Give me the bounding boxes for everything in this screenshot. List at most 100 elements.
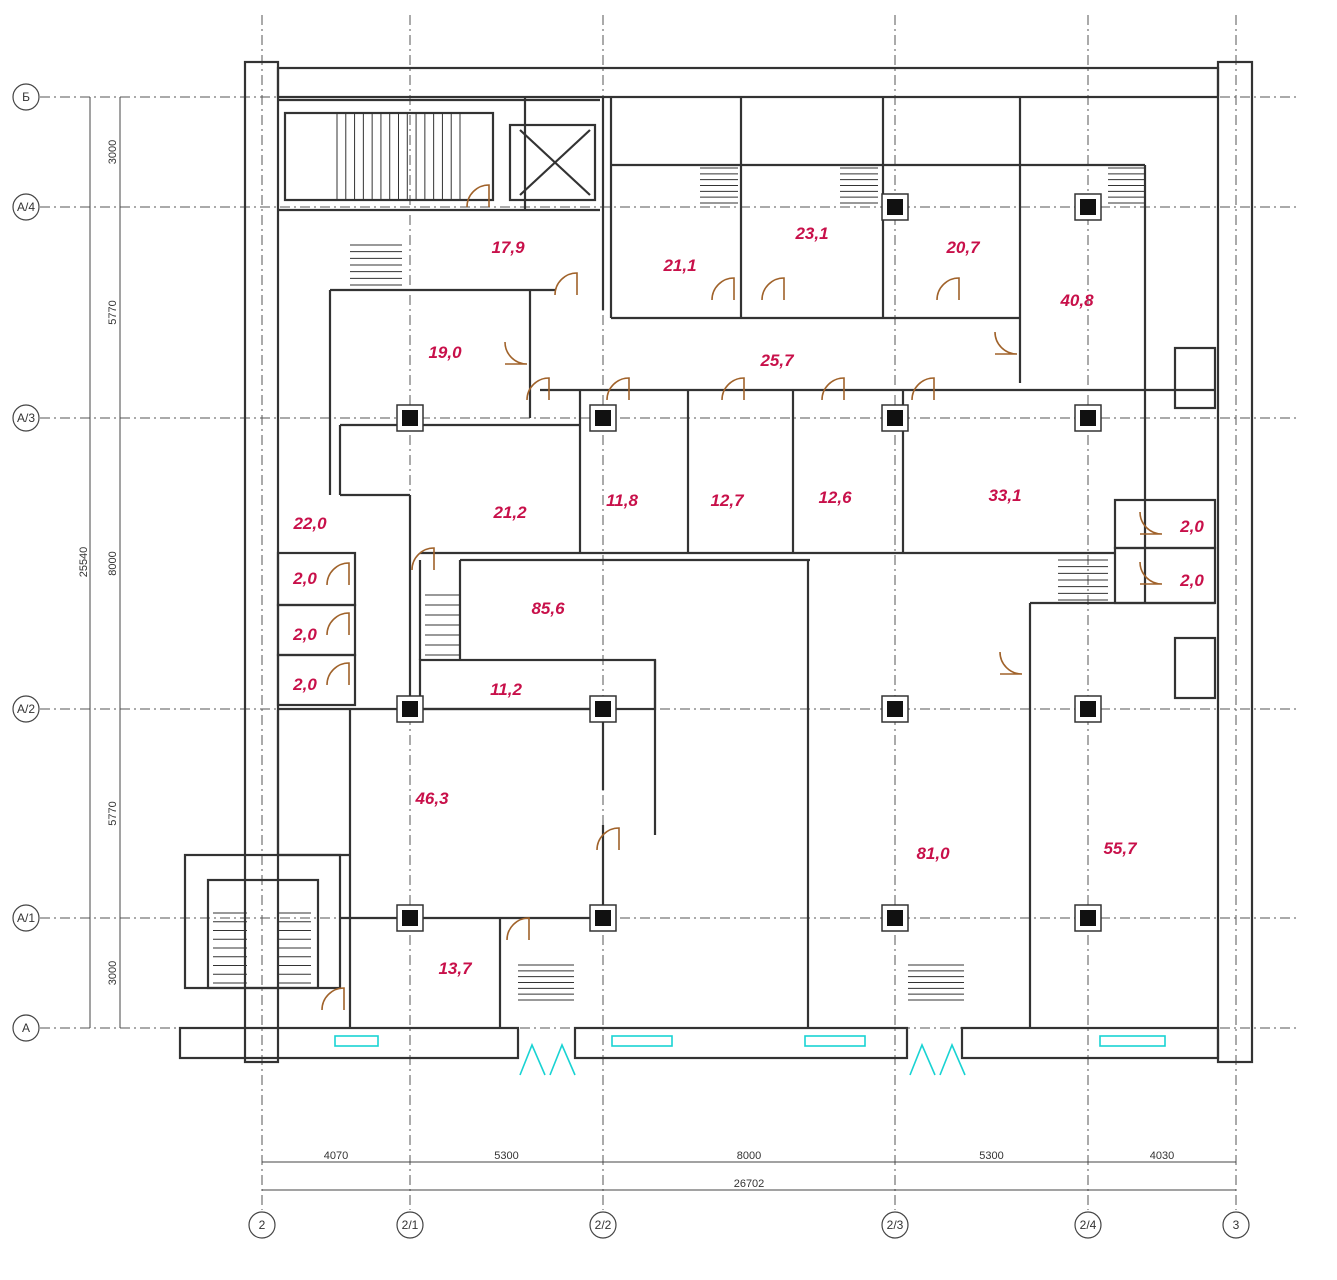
pillar-core: [402, 701, 418, 717]
door-swing: [761, 277, 785, 301]
entrance-door: [519, 1042, 576, 1076]
axis-label: А/2: [17, 702, 35, 716]
door-swing: [326, 562, 350, 586]
dimension-text: 4070: [324, 1150, 348, 1162]
windows: [334, 1035, 1166, 1076]
pillar-core: [595, 701, 611, 717]
dimension-text: 5770: [107, 300, 119, 324]
door-swing: [721, 377, 745, 401]
axis-label: 2/1: [402, 1218, 419, 1232]
room-area-label: 21,2: [492, 503, 527, 522]
door-swing: [1139, 511, 1163, 535]
axis-circle: [248, 1211, 276, 1239]
room-area-label: 85,6: [531, 599, 565, 618]
window: [611, 1035, 673, 1047]
room-area-label: 2,0: [1179, 571, 1204, 590]
dimension-text: 5770: [107, 801, 119, 825]
axis-label: 2: [259, 1218, 266, 1232]
door-swing: [321, 987, 345, 1011]
axis-circle: [12, 83, 40, 111]
room-area-label: 2,0: [292, 675, 317, 694]
wall: [1173, 636, 1217, 700]
pillar-core: [887, 410, 903, 426]
wall: [508, 123, 597, 202]
room-area-label: 11,2: [490, 680, 522, 699]
room-area-label: 25,7: [759, 351, 795, 370]
axis-label: Б: [22, 90, 30, 104]
wall: [283, 111, 495, 202]
wall: [178, 1026, 520, 1060]
pillar-core: [887, 199, 903, 215]
door-swing: [554, 272, 578, 296]
pillar-core: [887, 910, 903, 926]
door-swing: [994, 331, 1018, 355]
room-area-label: 12,7: [710, 491, 745, 510]
dimension-total-text: 26702: [734, 1178, 765, 1190]
room-area-label: 40,8: [1059, 291, 1094, 310]
wall: [960, 1026, 1220, 1060]
dimension-text: 5300: [979, 1150, 1003, 1162]
elevator-cross: [519, 129, 591, 196]
dimension-text: 8000: [737, 1150, 761, 1162]
wall: [418, 658, 657, 711]
door-swing: [466, 184, 490, 208]
axis-label: 2/3: [887, 1218, 904, 1232]
door-swing: [911, 377, 935, 401]
dimension-total-text: 25540: [78, 547, 90, 578]
pillar-core: [402, 410, 418, 426]
window: [334, 1035, 379, 1047]
room-area-label: 21,1: [662, 256, 696, 275]
pillar: [881, 193, 909, 221]
wall: [276, 653, 357, 707]
axis-circle: [12, 1014, 40, 1042]
door-swing: [506, 917, 530, 941]
door-swing: [606, 377, 630, 401]
room-area-label: 81,0: [916, 844, 950, 863]
axis-grid-lines: [40, 15, 1300, 1210]
room-area-label: 2,0: [1179, 517, 1204, 536]
room-area-label: 20,7: [945, 238, 981, 257]
door-swing: [526, 377, 550, 401]
room-area-label: 33,1: [988, 486, 1021, 505]
pillars: [396, 193, 1102, 932]
door-swing: [326, 612, 350, 636]
door-swing: [504, 341, 528, 365]
pillar: [396, 695, 424, 723]
axis-circle: [1074, 1211, 1102, 1239]
axis-circle: [12, 193, 40, 221]
room-area-label: 2,0: [292, 569, 317, 588]
pillar-core: [1080, 701, 1096, 717]
axis-circle: [1222, 1211, 1250, 1239]
pillar-core: [887, 701, 903, 717]
pillar-core: [1080, 410, 1096, 426]
axis-circle: [396, 1211, 424, 1239]
axis-label: А/4: [17, 200, 35, 214]
entrance-door: [909, 1042, 966, 1076]
wall: [1173, 346, 1217, 410]
room-area-label: 12,6: [818, 488, 852, 507]
door-swing: [711, 277, 735, 301]
door-swing: [821, 377, 845, 401]
axis-circle: [12, 404, 40, 432]
door-swing: [936, 277, 960, 301]
axis-circle: [12, 695, 40, 723]
walls: [178, 60, 1254, 1064]
dimension-text: 8000: [107, 551, 119, 575]
door-swing: [326, 662, 350, 686]
dimension-text: 4030: [1150, 1150, 1174, 1162]
pillar-core: [1080, 199, 1096, 215]
axis-label: А: [22, 1021, 30, 1035]
doors: [321, 184, 1163, 1011]
door-swing: [411, 547, 435, 571]
dimension-text: 5300: [494, 1150, 518, 1162]
room-area-label: 11,8: [606, 491, 638, 510]
wall: [573, 1026, 909, 1060]
room-area-label: 23,1: [794, 224, 828, 243]
room-area-label: 17,9: [491, 238, 525, 257]
pillar-core: [402, 910, 418, 926]
door-swing: [596, 827, 620, 851]
